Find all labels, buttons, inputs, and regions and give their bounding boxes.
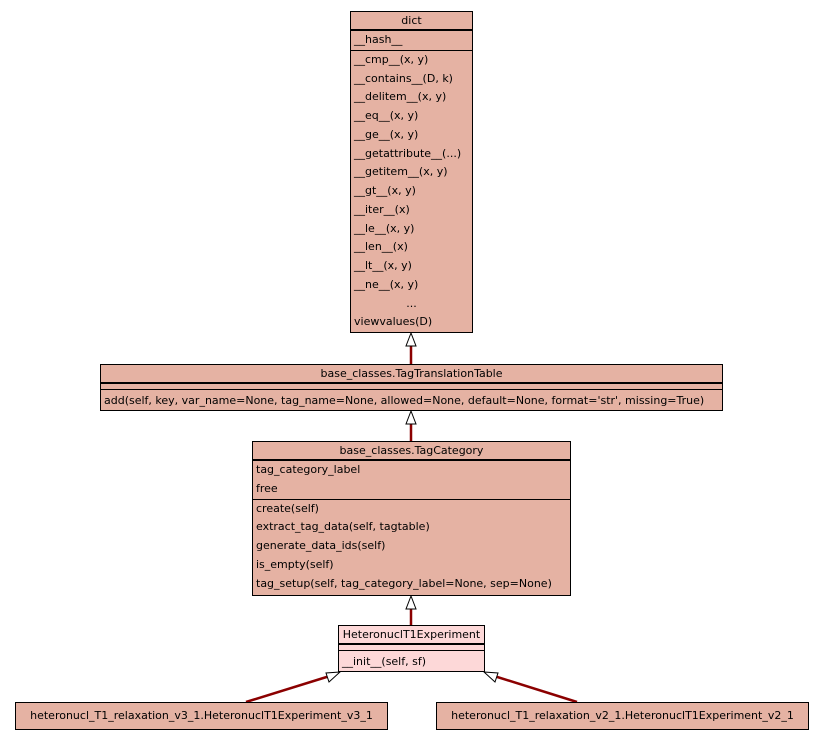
attribute-item: __hash__ [354,33,403,46]
attributes-section [339,644,484,650]
method-item: add(self, key, var_name=None, tag_name=N… [104,394,705,407]
method-item: __cmp__(x, y) [354,52,429,66]
methods-section: create(self) extract_tag_data(self, tagt… [253,498,570,594]
method-item: __len__(x) [354,240,408,254]
attributes-section [101,383,722,389]
method-item: is_empty(self) [256,557,334,571]
method-item: __init__(self, sf) [342,655,427,668]
class-box-heteronucl-t1-experiment-v2-1[interactable]: heteronucl_T1_relaxation_v2_1.Heteronucl… [436,702,809,730]
generalization-arrowhead [325,671,342,683]
method-item: __iter__(x) [354,202,410,216]
generalization-arrowhead [482,671,499,683]
generalization-arrowhead [405,331,417,347]
class-box-heteronucl-t1-experiment[interactable]: HeteronuclT1Experiment __init__(self, sf… [338,625,485,672]
method-item: __le__(x, y) [354,221,415,235]
methods-section: __init__(self, sf) [339,650,484,672]
attribute-item: free [256,481,278,495]
method-item: create(self) [256,501,319,515]
attributes-section: __hash__ [351,30,472,50]
method-item: extract_tag_data(self, tagtable) [256,520,430,534]
method-item: __lt__(x, y) [354,259,412,272]
method-item: __gt__(x, y) [354,184,416,197]
class-title: dict [351,12,472,30]
generalization-arrowhead [405,594,417,610]
methods-ellipsis: ... [406,296,417,310]
method-item: generate_data_ids(self) [256,539,386,552]
method-item: __ne__(x, y) [354,277,419,291]
class-title: HeteronuclT1Experiment [339,626,484,644]
method-item: __delitem__(x, y) [354,90,447,104]
class-title: base_classes.TagCategory [253,442,570,460]
method-item: __getattribute__(...) [354,146,462,160]
method-item: __eq__(x, y) [354,109,419,122]
class-title: base_classes.TagTranslationTable [101,365,722,383]
method-item: __getitem__(x, y) [354,165,448,179]
methods-section: add(self, key, var_name=None, tag_name=N… [101,389,722,411]
class-box-dict[interactable]: dict __hash__ __cmp__(x, y) __contains__… [350,11,473,333]
method-item: __contains__(D, k) [354,71,453,85]
method-item: viewvalues(D) [354,315,433,329]
method-item: __ge__(x, y) [354,127,419,141]
methods-section: __cmp__(x, y) __contains__(D, k) __delit… [351,49,472,332]
generalization-arrowhead [405,409,417,425]
class-box-heteronucl-t1-experiment-v3-1[interactable]: heteronucl_T1_relaxation_v3_1.Heteronucl… [15,702,388,730]
class-box-tag-translation-table[interactable]: base_classes.TagTranslationTable add(sel… [100,364,723,411]
method-item: tag_setup(self, tag_category_label=None,… [256,576,552,590]
attribute-item: tag_category_label [256,463,361,476]
attributes-section: tag_category_label free [253,460,570,499]
class-box-tag-category[interactable]: base_classes.TagCategory tag_category_la… [252,441,571,596]
